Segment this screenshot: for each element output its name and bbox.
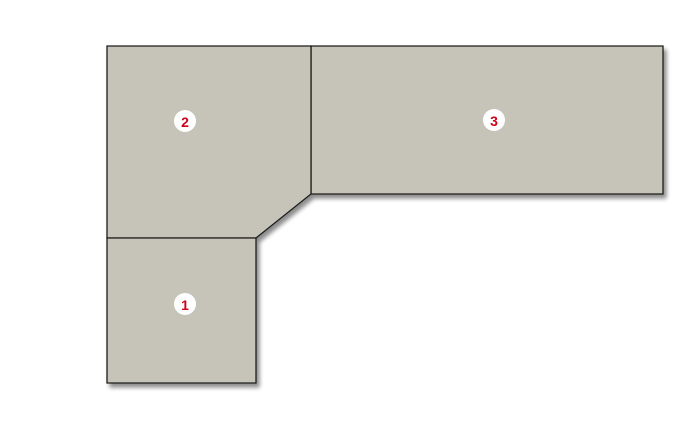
section-2-badge-circle [174, 110, 196, 132]
section-2-label: 2 [181, 114, 189, 130]
section-1-badge: 1 [174, 293, 196, 315]
section-3-label: 3 [490, 113, 498, 129]
section-1-label: 1 [181, 297, 189, 313]
section-2-badge: 2 [174, 110, 196, 132]
section-2-shape [106, 45, 312, 239]
section-3-badge-circle [483, 109, 505, 131]
section-3-badge: 3 [483, 109, 505, 131]
countertop-sections [106, 45, 664, 384]
section-1-badge-circle [174, 293, 196, 315]
